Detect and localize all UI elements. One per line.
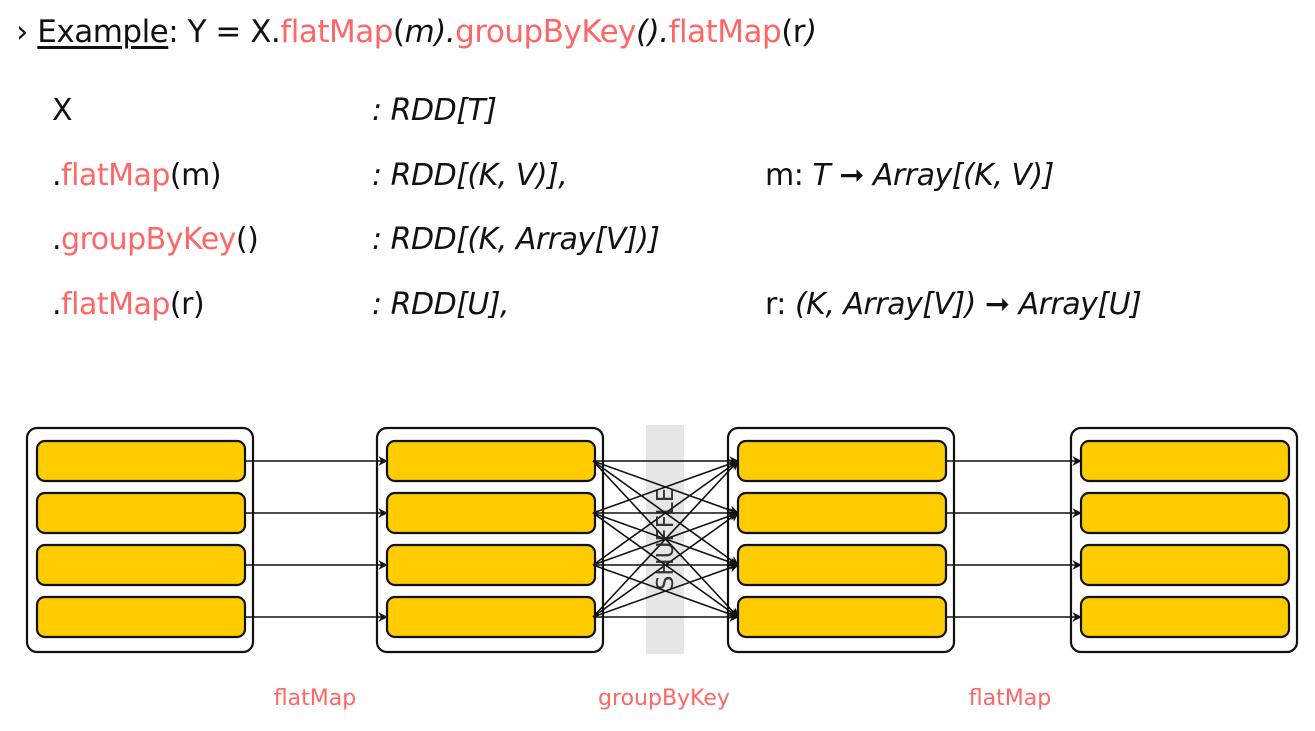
example-label: Example xyxy=(37,14,169,50)
row-2-expression: .groupByKey() xyxy=(52,222,259,257)
operation-args: (r) xyxy=(169,287,205,322)
signature-var: m: xyxy=(765,158,804,193)
rdd-2 xyxy=(375,426,605,654)
dot: . xyxy=(52,287,62,322)
shuffle-arrow xyxy=(592,460,739,618)
dot: . xyxy=(52,158,62,193)
expr-prefix: Y = X. xyxy=(178,14,281,50)
partition xyxy=(385,491,597,535)
operation-args: () xyxy=(235,222,259,257)
paren: ( xyxy=(392,14,405,50)
shuffle-arrow xyxy=(592,459,739,514)
partition xyxy=(736,595,948,639)
partition xyxy=(736,439,948,483)
partition xyxy=(736,491,948,535)
example-heading: › Example: Y = X.flatMap(m).groupByKey()… xyxy=(16,14,817,50)
operation-name: flatMap xyxy=(61,287,170,322)
transition-2-arrows xyxy=(592,456,739,622)
arg-r: r xyxy=(792,14,806,50)
partition xyxy=(385,543,597,587)
plain-name: X xyxy=(52,93,73,128)
partition xyxy=(35,491,247,535)
partition xyxy=(736,543,948,587)
row-1-signature: m: T ➞ Array[(K, V)] xyxy=(765,158,1054,193)
row-1-type: : RDD[(K, V)], xyxy=(372,158,568,193)
arg-m: m xyxy=(404,14,435,50)
shuffle-arrow xyxy=(592,460,739,566)
row-3-signature: r: (K, Array[V]) ➞ Array[U] xyxy=(765,287,1142,322)
op-flatmap-2: flatMap xyxy=(668,14,782,50)
signature-var: r: xyxy=(765,287,786,322)
op-flatmap-1: flatMap xyxy=(280,14,393,50)
op-groupbykey: groupByKey xyxy=(455,14,637,50)
operation-name: flatMap xyxy=(61,158,170,193)
shuffle-label: SHUFFLE xyxy=(653,488,679,591)
operation-name: groupByKey xyxy=(61,222,236,257)
row-0-type: : RDD[T] xyxy=(372,93,497,128)
partition xyxy=(35,439,247,483)
bullet-icon: › xyxy=(16,14,28,50)
transition-label-3: flatMap xyxy=(968,686,1052,711)
partition xyxy=(35,595,247,639)
partition xyxy=(385,595,597,639)
paren: ) xyxy=(805,14,817,50)
row-3-type: : RDD[U], xyxy=(372,287,510,322)
paren: (). xyxy=(636,14,669,50)
row-3-expression: .flatMap(r) xyxy=(52,287,205,322)
signature-type: (K, Array[V]) ➞ Array[U] xyxy=(785,287,1142,322)
rdd-3 xyxy=(726,426,956,654)
transition-label-1: flatMap xyxy=(273,686,357,711)
partition xyxy=(385,439,597,483)
paren: ). xyxy=(434,14,456,50)
row-1-expression: .flatMap(m) xyxy=(52,158,222,193)
transition-1-arrows xyxy=(245,456,388,622)
paren: ( xyxy=(781,14,793,50)
colon: : xyxy=(168,14,179,50)
partition xyxy=(1079,543,1291,587)
partition xyxy=(1079,439,1291,483)
signature-type: T ➞ Array[(K, V)] xyxy=(803,158,1054,193)
row-2-type: : RDD[(K, Array[V])] xyxy=(372,222,660,257)
row-0-expression: X xyxy=(52,93,73,128)
shuffle-arrow xyxy=(592,512,739,618)
transition-3-arrows xyxy=(946,456,1082,622)
transition-label-2: groupByKey xyxy=(598,686,730,711)
partition xyxy=(1079,491,1291,535)
partition xyxy=(1079,595,1291,639)
partition xyxy=(35,543,247,587)
rdd-1 xyxy=(25,426,255,654)
operation-args: (m) xyxy=(169,158,222,193)
rdd-4 xyxy=(1069,426,1299,654)
shuffle-arrow xyxy=(592,563,739,618)
dot: . xyxy=(52,222,62,257)
